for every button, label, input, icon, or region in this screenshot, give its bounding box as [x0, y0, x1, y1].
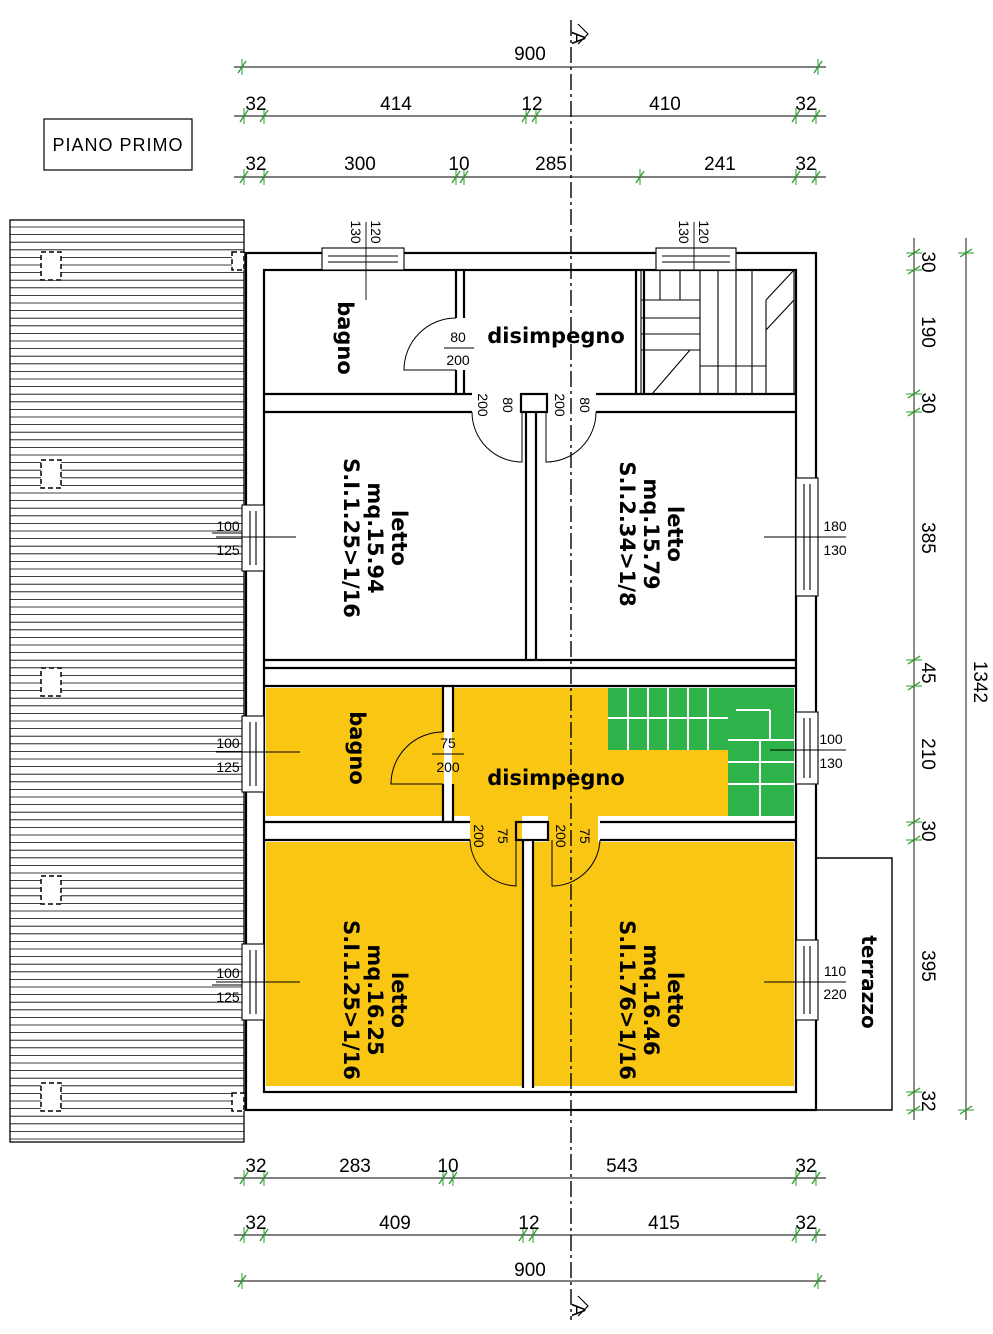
door-label: 75 — [577, 828, 593, 844]
dim-bottom-row2: 409 — [379, 1213, 411, 1234]
dim-bottom-row1: 10 — [437, 1156, 458, 1177]
dim-bottom-row2: 32 — [245, 1213, 266, 1234]
dim-top-row2: 32 — [795, 94, 816, 115]
dim-bottom-total: 900 — [514, 1260, 546, 1281]
dim-right: 30 — [917, 392, 938, 413]
dim-top-row2: 12 — [521, 94, 542, 115]
win-label: 220 — [823, 986, 847, 1002]
win-label: 180 — [823, 518, 847, 534]
room-label-terrazzo: terrazzo — [857, 935, 881, 1028]
dim-top-total: 900 — [514, 44, 546, 65]
title-box — [43, 118, 193, 171]
dim-bottom-row2: 415 — [648, 1213, 680, 1234]
dim-bottom-row1: 543 — [606, 1156, 638, 1177]
callout-lines — [212, 222, 846, 986]
room-label-letto: letto mq.15.79 S.I.2.34>1/8 — [615, 461, 687, 606]
room-name: letto — [663, 506, 687, 562]
section-label-bottom: A — [567, 1304, 588, 1317]
win-label: 130 — [823, 542, 847, 558]
win-label: 100 — [216, 965, 240, 981]
room-ratio: S.I.2.34>1/8 — [615, 461, 639, 606]
door-label: 80 — [500, 397, 516, 413]
room-label-letto: letto mq.16.25 S.I.1.25>1/16 — [339, 920, 411, 1080]
dim-right: 210 — [917, 738, 938, 770]
section-marker — [577, 23, 589, 1317]
dim-bottom-row1: 283 — [339, 1156, 371, 1177]
dim-top-row3: 10 — [448, 154, 469, 175]
roof-hatch — [9, 219, 245, 1143]
dim-bottom-row2: 12 — [518, 1213, 539, 1234]
door-label: 200 — [553, 824, 569, 848]
room-name: letto — [387, 972, 411, 1028]
dim-top-row3: 32 — [795, 154, 816, 175]
door-label: 200 — [446, 352, 470, 368]
room-label-bagno: bagno — [345, 711, 369, 785]
room-label-bagno: bagno — [333, 301, 357, 375]
stairs-top — [640, 269, 795, 395]
door-label: 200 — [552, 393, 568, 417]
win-label: 120 — [368, 220, 384, 244]
dim-bottom-row2: 32 — [795, 1213, 816, 1234]
dim-bottom-row1: 32 — [795, 1156, 816, 1177]
dim-right: 45 — [917, 662, 938, 683]
highlight-area — [266, 688, 794, 1086]
dim-top-row3: 32 — [245, 154, 266, 175]
room-label-disimpegno: disimpegno — [487, 766, 625, 790]
dim-top-row2: 410 — [649, 94, 681, 115]
win-label: 130 — [676, 220, 692, 244]
windows — [241, 247, 819, 1021]
page-title: PIANO PRIMO — [52, 135, 183, 155]
dim-right-total: 1342 — [969, 661, 990, 703]
room-ratio: S.I.1.76>1/16 — [615, 920, 639, 1080]
room-label-disimpegno: disimpegno — [487, 324, 625, 348]
stairs-bottom — [608, 688, 794, 816]
room-ratio: S.I.1.25>1/16 — [339, 920, 363, 1080]
dim-right: 32 — [917, 1090, 938, 1111]
win-label: 120 — [696, 220, 712, 244]
room-area: mq.16.25 — [363, 944, 387, 1055]
win-label: 125 — [216, 542, 240, 558]
win-label: 100 — [819, 731, 843, 747]
room-label-letto: letto mq.15.94 S.I.1.25>1/16 — [339, 458, 411, 618]
win-label: 130 — [819, 755, 843, 771]
room-name: letto — [663, 972, 687, 1028]
dim-right: 30 — [917, 820, 938, 841]
dim-top-row3: 241 — [704, 154, 736, 175]
dim-top-row2: 414 — [380, 94, 412, 115]
room-area: mq.15.79 — [639, 478, 663, 589]
room-area: mq.16.46 — [639, 944, 663, 1055]
dim-top-row3: 300 — [344, 154, 376, 175]
doors — [390, 317, 601, 887]
door-label: 75 — [495, 828, 511, 844]
door-label: 200 — [436, 759, 460, 775]
dim-bottom-row1: 32 — [245, 1156, 266, 1177]
walls — [244, 251, 893, 1112]
dim-right: 190 — [917, 316, 938, 348]
win-label: 100 — [216, 518, 240, 534]
door-label: 200 — [471, 824, 487, 848]
door-label: 80 — [577, 397, 593, 413]
dim-right: 385 — [917, 522, 938, 554]
door-label: 200 — [475, 393, 491, 417]
win-label: 125 — [216, 989, 240, 1005]
room-ratio: S.I.1.25>1/16 — [339, 458, 363, 618]
door-label: 75 — [440, 735, 456, 751]
room-area: mq.15.94 — [363, 482, 387, 593]
win-label: 100 — [216, 735, 240, 751]
win-label: 130 — [348, 220, 364, 244]
dim-top-row2: 32 — [245, 94, 266, 115]
room-name: letto — [387, 510, 411, 566]
dim-right: 30 — [917, 251, 938, 272]
dimension-lines — [234, 66, 967, 1282]
win-label: 125 — [216, 759, 240, 775]
door-label: 80 — [450, 329, 466, 345]
dim-right: 395 — [917, 950, 938, 982]
dim-top-row3: 285 — [535, 154, 567, 175]
section-label-top: A — [567, 32, 588, 45]
room-label-letto: letto mq.16.46 S.I.1.76>1/16 — [615, 920, 687, 1080]
win-label: 110 — [824, 963, 847, 979]
